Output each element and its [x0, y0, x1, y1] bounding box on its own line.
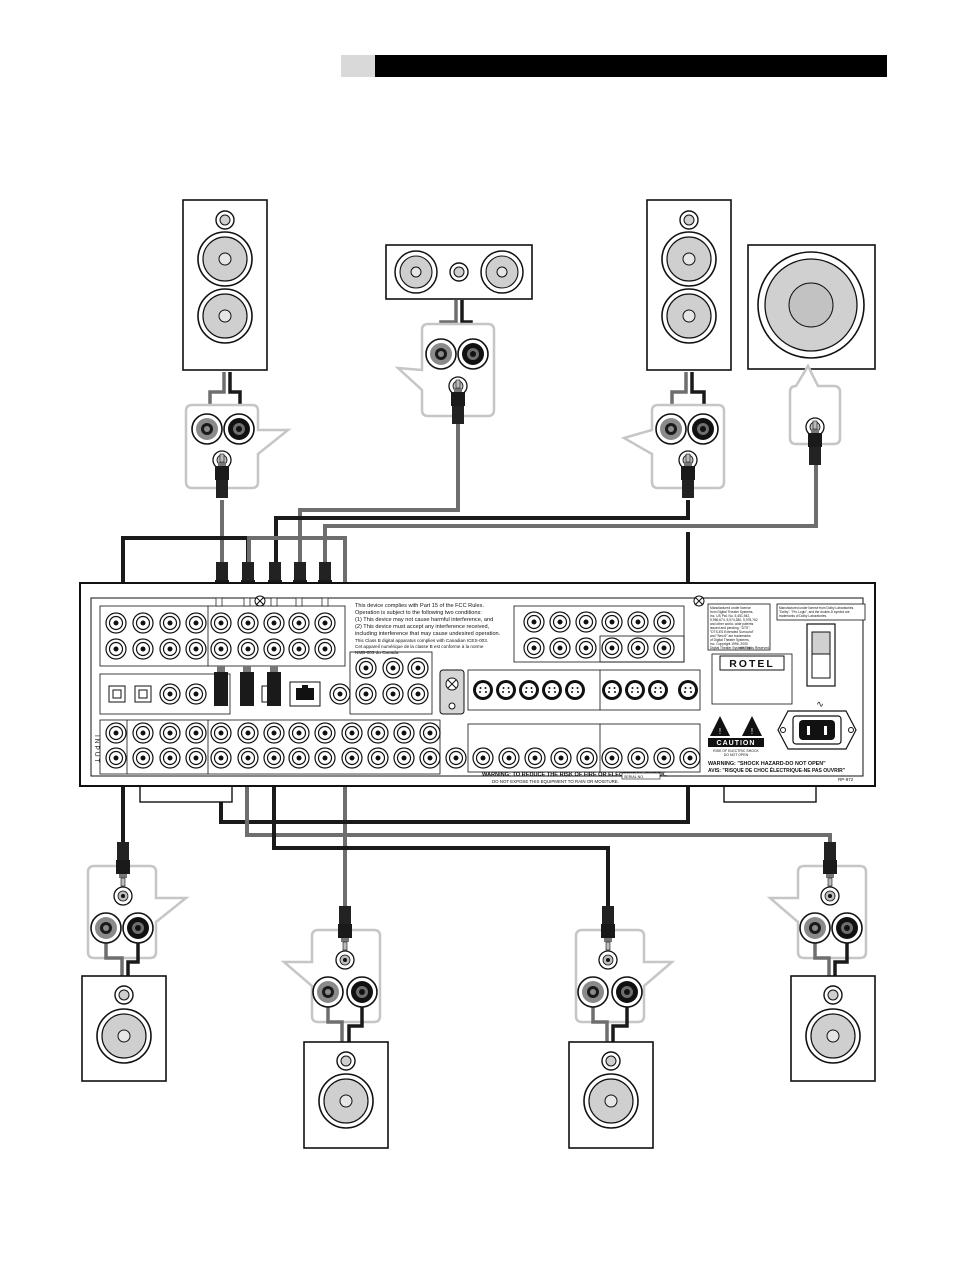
receiver-back-panel: INPUT This device complies with Part 15 …	[79, 582, 876, 803]
terminal-callout	[788, 363, 842, 446]
speaker-front-right	[620, 199, 732, 499]
svg-text:DO NOT OPEN: DO NOT OPEN	[724, 753, 749, 757]
brand-logo: ROTEL	[729, 658, 775, 670]
svg-text:NMB-003 du Canada.: NMB-003 du Canada.	[355, 650, 399, 655]
svg-text:!: !	[719, 727, 721, 736]
svg-text:(1) This device may not cause: (1) This device may not cause harmful in…	[355, 617, 493, 623]
dolby-notice: Manufactured under license from Dolby La…	[776, 603, 866, 621]
svg-text:and "Neo:6" are trademarks: and "Neo:6" are trademarks	[710, 634, 751, 638]
caution-label: ! ! CAUTION RISK OF ELECTRIC SHOCK DO NO…	[708, 716, 764, 757]
ac-inlet	[777, 710, 857, 750]
dts-notice: Manufactured under license from Digital …	[707, 603, 771, 651]
svg-text:All Rights Reserved.: All Rights Reserved.	[740, 646, 770, 650]
warning-shock: WARNING: "SHOCK HAZARD-DO NOT OPEN"	[708, 761, 826, 767]
subwoofer	[747, 244, 876, 466]
warning-fire-2: DO NOT EXPOSE THIS EQUIPMENT TO RAIN OR …	[492, 779, 619, 784]
svg-text:issued and pending. "DTS",: issued and pending. "DTS",	[710, 626, 750, 630]
avis-shock: AVIS: "RISQUE DE CHOC ÉLECTRIQUE-NE PAS …	[708, 766, 846, 774]
svg-text:"Dolby", "Pro Logic", and the: "Dolby", "Pro Logic", and the double-D s…	[779, 610, 850, 614]
speaker-rear-left	[280, 905, 389, 1149]
svg-text:trademarks of Dolby Laboratori: trademarks of Dolby Laboratories.	[779, 614, 827, 618]
svg-text:including interference that ma: including interference that may cause un…	[355, 631, 501, 637]
svg-text:Inc. Copyright 1996, 2000: Inc. Copyright 1996, 2000	[710, 642, 748, 646]
svg-text:CAUTION: CAUTION	[717, 740, 756, 747]
svg-text:Digital Theater Systems, Inc.: Digital Theater Systems, Inc.	[710, 646, 752, 650]
svg-text:∿: ∿	[816, 699, 824, 709]
svg-text:Operation is subject to the fo: Operation is subject to the following tw…	[355, 610, 482, 616]
speaker-surround-right	[766, 841, 876, 1082]
model-label: RP-972	[838, 777, 854, 782]
terminal-callout	[766, 864, 868, 960]
header-accent-block	[341, 55, 375, 77]
svg-text:from Digital Theater Systems,: from Digital Theater Systems,	[710, 610, 753, 614]
svg-text:RISK OF ELECTRIC SHOCK: RISK OF ELECTRIC SHOCK	[713, 749, 759, 753]
header-bar	[375, 55, 887, 77]
cable-front-right	[274, 500, 690, 568]
terminal-callout	[394, 322, 496, 418]
cable-subwoofer	[323, 460, 818, 568]
svg-text:!: !	[751, 727, 753, 736]
svg-text:and other world- wide patents: and other world- wide patents	[710, 622, 754, 626]
svg-text:"DTS-ES Extended Surround": "DTS-ES Extended Surround"	[710, 630, 755, 634]
svg-text:of Digital Theater Systems,: of Digital Theater Systems,	[710, 638, 750, 642]
speaker-surround-left	[81, 841, 190, 1082]
bottom-panel-plugs	[214, 666, 281, 706]
svg-text:This device complies with Part: This device complies with Part 15 of the…	[355, 603, 484, 609]
warning-fire-1: WARNING: TO REDUCE THE RISK OF FIRE OR E…	[482, 772, 667, 778]
svg-text:(2) This device must accept an: (2) This device must accept any interfer…	[355, 624, 490, 630]
speaker-front-left	[182, 199, 292, 499]
svg-text:Cet appareil numérique de la c: Cet appareil numérique de la classe B es…	[355, 644, 484, 649]
speaker-center	[385, 244, 533, 425]
fcc-notice: This device complies with Part 15 of the…	[355, 603, 501, 655]
svg-text:Inc. US Pat. No. 5,451,942,: Inc. US Pat. No. 5,451,942,	[710, 614, 750, 618]
speaker-rear-right	[568, 905, 676, 1149]
terminal-callout	[574, 928, 676, 1024]
terminal-callout	[280, 928, 382, 1024]
svg-text:Manufactured under license fro: Manufactured under license from Dolby La…	[779, 606, 854, 610]
svg-text:5,956,674, 5,974,380, 5,978,76: 5,956,674, 5,974,380, 5,978,762	[710, 618, 758, 622]
input-label: INPUT	[93, 735, 100, 765]
svg-text:This Class B digital apparatus: This Class B digital apparatus complies …	[355, 638, 488, 643]
svg-text:Manufactured under license: Manufactured under license	[710, 606, 751, 610]
serial-label: SERIAL NO.	[624, 775, 644, 779]
